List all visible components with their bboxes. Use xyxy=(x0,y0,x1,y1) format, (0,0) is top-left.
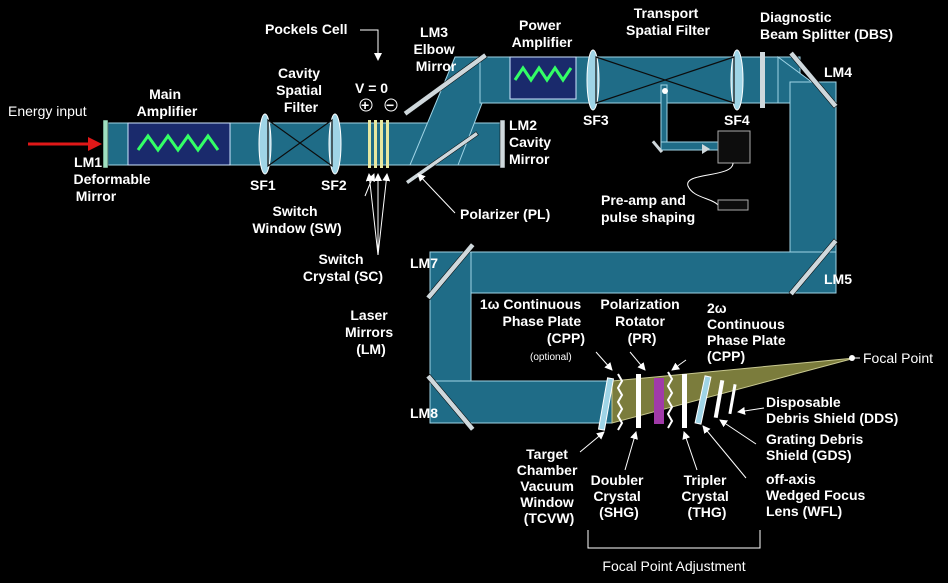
mirrors xyxy=(102,50,839,432)
beam-upper-return xyxy=(429,251,837,294)
beam-lower-final xyxy=(429,380,613,424)
sf2-label: SF2 xyxy=(321,177,347,193)
lm3-label: LM3 Elbow Mirror xyxy=(413,24,458,74)
thg-label: Tripler Crystal (THG) xyxy=(681,472,732,520)
pr-rotator xyxy=(654,378,664,424)
sf3-label: SF3 xyxy=(583,112,609,128)
pulse-shaping-box xyxy=(717,199,749,211)
lm8-label: LM8 xyxy=(410,405,438,421)
preamp-label: Pre-amp and pulse shaping xyxy=(601,192,695,225)
leader-lines xyxy=(360,29,765,479)
power-amplifier xyxy=(509,56,577,100)
cpp1-label: 1ω Continuous Phase Plate (CPP) xyxy=(480,296,585,346)
preamp-cable xyxy=(687,162,734,206)
pockels-cell xyxy=(368,120,389,168)
power-amplifier-wave xyxy=(513,65,573,83)
cpp2-plate xyxy=(666,371,674,429)
preamp-injection-mirror xyxy=(651,140,664,154)
preamp-box xyxy=(717,130,751,164)
shg-label: Doubler Crystal (SHG) xyxy=(591,472,648,520)
lm7-mirror xyxy=(425,242,476,301)
minus-sign: − xyxy=(386,97,394,113)
lm2-label: LM2 Cavity Mirror xyxy=(509,117,555,167)
beam-vertical-right xyxy=(789,81,837,255)
lm7-label: LM7 xyxy=(410,255,438,271)
focal-point-adjustment-bracket xyxy=(587,530,761,549)
plus-sign: + xyxy=(361,97,369,113)
sf1-label: SF1 xyxy=(250,177,276,193)
gds-shield xyxy=(713,379,725,419)
dds-shield xyxy=(728,384,737,415)
cavity-spatial-filter-label: Cavity Spatial Filter xyxy=(276,65,326,115)
gds-label: Grating Debris Shield (GDS) xyxy=(766,431,867,463)
lm4-label: LM4 xyxy=(824,64,852,80)
switch-window-label: Switch Window (SW) xyxy=(252,203,341,236)
dbs-label: Diagnostic Beam Splitter (DBS) xyxy=(760,9,893,42)
v-zero-label: V = 0 xyxy=(355,80,388,96)
tcvw-window xyxy=(597,377,615,431)
energy-input-arrow xyxy=(28,137,102,151)
beam-path xyxy=(107,56,837,424)
lm1-label: LM1 Deformable Mirror xyxy=(74,154,155,204)
focal-point-adjustment-label: Focal Point Adjustment xyxy=(602,558,745,574)
tcvw-label: Target Chamber Vacuum Window (TCVW) xyxy=(517,446,582,526)
cpp2-label: 2ω Continuous Phase Plate (CPP) xyxy=(707,300,790,364)
lm8-mirror xyxy=(425,373,476,432)
sf3-lens xyxy=(586,49,600,111)
lm2-mirror xyxy=(499,119,506,169)
thg-crystal xyxy=(682,374,687,428)
lm1-mirror xyxy=(102,119,109,169)
dbs-plate xyxy=(760,52,765,108)
pockels-cell-label: Pockels Cell xyxy=(265,21,348,37)
polarizer-label: Polarizer (PL) xyxy=(460,206,550,222)
sf4-label: SF4 xyxy=(724,112,750,128)
lm4-mirror xyxy=(788,50,839,109)
transport-spatial-filter xyxy=(586,49,744,111)
final-optics xyxy=(597,371,737,431)
pockels-polarity: + − xyxy=(359,97,398,113)
main-amplifier-wave xyxy=(136,133,220,153)
energy-input-label: Energy input xyxy=(8,103,87,119)
preamp-injection xyxy=(651,84,751,211)
laser-mirrors-label: Laser Mirrors (LM) xyxy=(345,307,397,357)
transport-spatial-filter-label: Transport Spatial Filter xyxy=(626,5,711,38)
wfl-lens xyxy=(694,375,712,425)
sf4-lens xyxy=(730,49,744,111)
main-amplifier-label: Main Amplifier xyxy=(137,86,198,119)
power-amplifier-label: Power Amplifier xyxy=(512,17,573,50)
focal-point-label: Focal Point xyxy=(863,350,933,366)
cpp1-plate xyxy=(616,373,624,431)
lm3-mirror xyxy=(403,52,488,117)
switch-crystal-label: Switch Crystal (SC) xyxy=(303,251,383,284)
dds-label: Disposable Debris Shield (DDS) xyxy=(766,394,898,426)
lm5-mirror xyxy=(788,238,839,297)
cavity-spatial-filter xyxy=(258,113,342,175)
wfl-label: off-axis Wedged Focus Lens (WFL) xyxy=(766,471,869,519)
polarizer-plate xyxy=(405,131,479,185)
main-amplifier xyxy=(127,122,231,166)
lm5-label: LM5 xyxy=(824,271,852,287)
optional-label: (optional) xyxy=(530,352,572,363)
pr-label: Polarization Rotator (PR) xyxy=(600,296,683,346)
shg-crystal xyxy=(636,374,641,428)
